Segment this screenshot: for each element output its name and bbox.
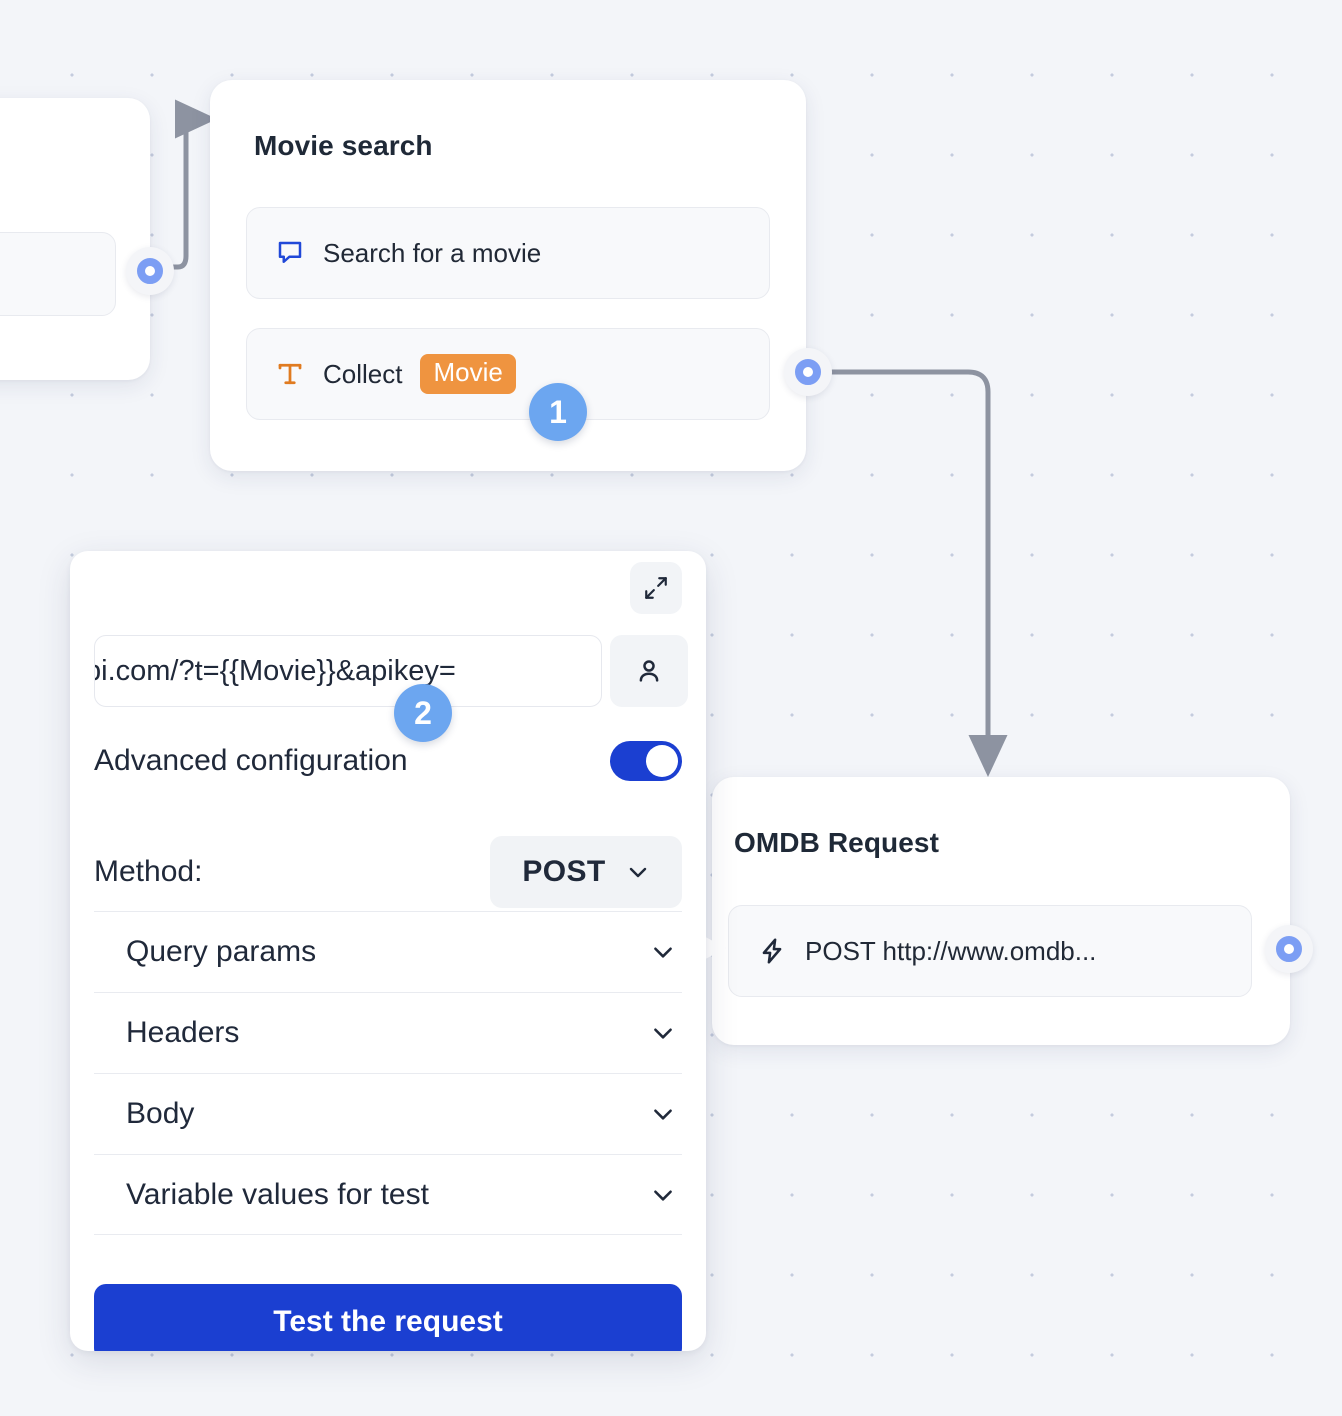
advanced-configuration-label: Advanced configuration [94, 744, 408, 777]
lightning-bolt-icon [757, 936, 787, 966]
partial-node-row[interactable] [0, 232, 116, 316]
method-select[interactable]: POST [490, 836, 682, 908]
chevron-down-icon[interactable] [650, 939, 676, 965]
expand-diagonal-icon [643, 575, 669, 601]
accordion-label: Query params [126, 935, 317, 968]
node-movie-search[interactable]: Movie search Search for a movie Collect [210, 80, 806, 471]
select-user-variable-button[interactable] [610, 635, 688, 707]
node-row-collect[interactable]: Collect Movie [246, 328, 770, 420]
chevron-down-icon[interactable] [650, 1020, 676, 1046]
node-row-label: Search for a movie [323, 237, 542, 268]
node-title-movie-search: Movie search [254, 130, 433, 161]
method-label: Method: [94, 855, 203, 888]
accordion-body[interactable]: Body [94, 1073, 682, 1154]
accordion-label: Variable values for test [126, 1177, 429, 1211]
chevron-down-icon [626, 860, 650, 884]
url-field-group[interactable]: pi.com/?t={{Movie}}&apikey= [94, 635, 688, 707]
chevron-down-icon[interactable] [650, 1182, 676, 1208]
connector-port-omdb-output[interactable] [1265, 925, 1313, 973]
variable-chip-movie[interactable]: Movie [420, 354, 516, 394]
url-input-value: pi.com/?t={{Movie}}&apikey= [94, 654, 456, 687]
chevron-down-icon[interactable] [650, 1101, 676, 1127]
connector-port-left[interactable] [126, 247, 174, 295]
accordion-query-params[interactable]: Query params [94, 911, 682, 992]
request-config-panel[interactable]: pi.com/?t={{Movie}}&apikey= Advanced con… [70, 551, 706, 1351]
url-input[interactable]: pi.com/?t={{Movie}}&apikey= [94, 635, 602, 707]
accordion-variable-values-for-test[interactable]: Variable values for test [94, 1154, 682, 1235]
node-row-post-request[interactable]: POST http://www.omdb... [728, 905, 1252, 997]
expand-panel-button[interactable] [630, 562, 682, 614]
method-row: Method: POST [94, 836, 682, 908]
node-row-label: Collect [323, 358, 403, 389]
advanced-configuration-row[interactable]: Advanced configuration [94, 741, 682, 781]
node-title-omdb-request: OMDB Request [734, 827, 939, 858]
step-badge-2: 2 [394, 684, 452, 742]
accordion-list: Query params Headers Body [94, 911, 682, 1235]
edge-movie-to-omdb [829, 369, 1008, 778]
method-selected-value: POST [522, 855, 606, 888]
node-row-label: POST http://www.omdb... [805, 935, 1097, 966]
user-icon [634, 656, 664, 686]
test-the-request-button[interactable]: Test the request [94, 1284, 682, 1351]
accordion-headers[interactable]: Headers [94, 992, 682, 1073]
connector-port-movie-output[interactable] [784, 348, 832, 396]
step-badge-1: 1 [529, 383, 587, 441]
advanced-configuration-toggle[interactable] [610, 741, 682, 781]
accordion-label: Body [126, 1097, 195, 1130]
speech-bubble-icon [275, 238, 305, 268]
node-row-search-for-a-movie[interactable]: Search for a movie [246, 207, 770, 299]
edge-left-to-movie [169, 99, 217, 270]
text-type-icon [275, 359, 305, 389]
partial-node[interactable] [0, 98, 150, 380]
node-omdb-request[interactable]: OMDB Request POST http://www.omdb... [698, 777, 1290, 1045]
accordion-label: Headers [126, 1016, 240, 1049]
